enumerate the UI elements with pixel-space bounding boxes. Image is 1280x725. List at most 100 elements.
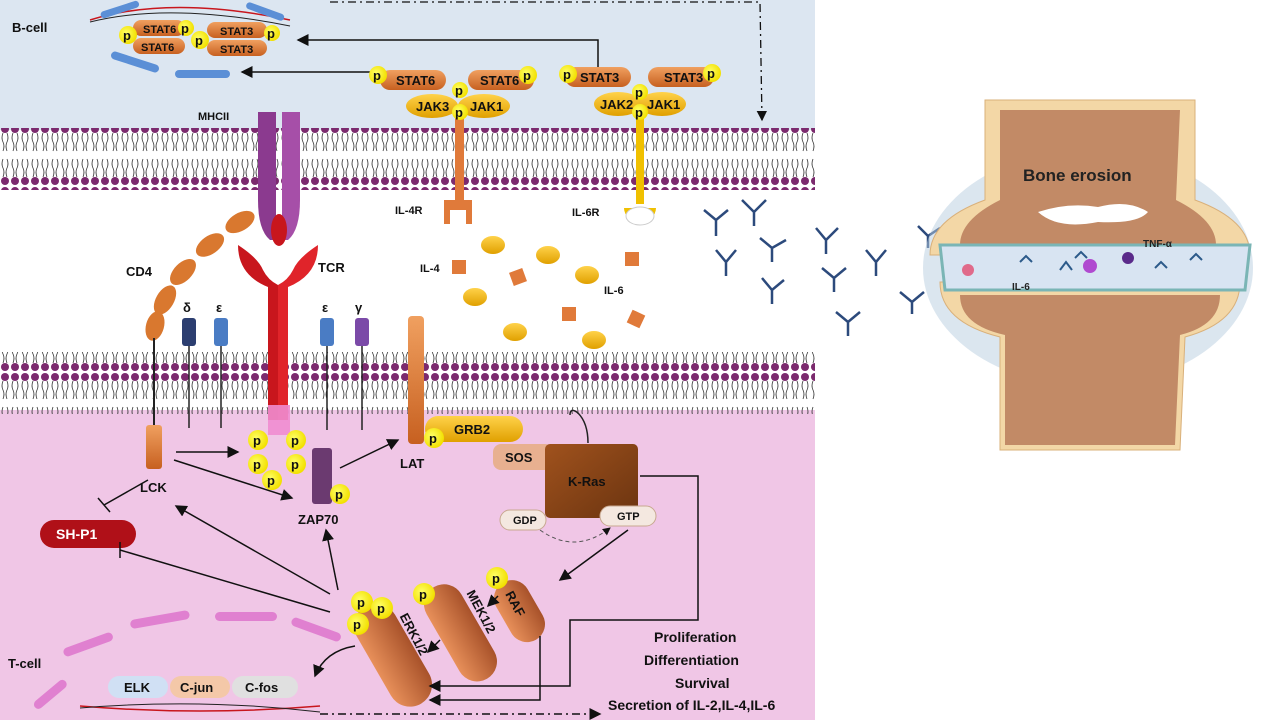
tcell-nucleus (33, 610, 341, 713)
svg-text:p: p (253, 457, 261, 472)
tcell-membrane (0, 352, 815, 414)
grb2-molecule (425, 416, 523, 442)
lat-phospho (424, 428, 444, 448)
svg-text:STAT6: STAT6 (141, 42, 174, 54)
tcr-molecule (238, 245, 318, 435)
lat-label: LAT (400, 456, 424, 471)
gtp-label: GTP (617, 511, 640, 523)
raf-molecule (494, 580, 545, 643)
svg-text:p: p (291, 433, 299, 448)
cjun-label: C-jun (180, 680, 213, 695)
cfos-molecule (232, 676, 298, 698)
mek-molecule (424, 584, 497, 682)
il6r-label: IL-6R (572, 207, 600, 219)
erk-molecule (354, 603, 432, 707)
pathway-arrows (97, 439, 699, 720)
il4-label: IL-4 (420, 263, 440, 275)
itam-phospho-cluster: p p p p p (248, 430, 306, 490)
grb2-label: GRB2 (454, 422, 490, 437)
shp1-molecule (40, 520, 136, 548)
lck-molecule (146, 425, 162, 469)
lat-molecule (408, 316, 424, 444)
mhcii-molecule (258, 112, 300, 246)
shp1-label: SH-P1 (56, 526, 97, 542)
tcr-label: TCR (318, 260, 345, 275)
svg-text:p: p (419, 587, 427, 602)
joint-illustration (923, 99, 1253, 451)
cjun-molecule (170, 676, 230, 698)
elk-molecule (108, 676, 168, 698)
cd3-gamma-label: γ (355, 300, 363, 315)
gdp-molecule (499, 509, 547, 531)
svg-text:JAK1: JAK1 (647, 97, 680, 112)
svg-text:JAK3: JAK3 (416, 99, 449, 114)
cfos-label: C-fos (245, 680, 278, 695)
svg-text:p: p (123, 28, 131, 43)
svg-text:STAT3: STAT3 (664, 70, 703, 85)
cd3-epsilon-label-1: ε (216, 300, 222, 315)
antibodies (703, 199, 941, 336)
il4-cytokines (452, 252, 646, 329)
zap70-phospho (330, 484, 350, 504)
svg-text:p: p (635, 85, 643, 100)
cd4-label: CD4 (126, 264, 153, 279)
svg-text:p: p (335, 487, 343, 502)
tcell-label: T-cell (8, 656, 41, 671)
elk-label: ELK (124, 680, 151, 695)
il4r-complex: STAT6 STAT6 JAK3 JAK1 p p p p (369, 66, 537, 224)
il4r-label: IL-4R (395, 205, 423, 217)
nucleus-stat-dimers: STAT6 STAT6 STAT3 STAT3 p p p p (119, 20, 280, 56)
outcome-differentiation: Differentiation (644, 652, 739, 668)
gdp-label: GDP (513, 515, 537, 527)
svg-text:STAT6: STAT6 (396, 73, 435, 88)
svg-text:p: p (523, 68, 531, 83)
gtp-molecule (599, 505, 657, 527)
outcome-proliferation: Proliferation (654, 629, 736, 645)
svg-text:p: p (563, 67, 571, 82)
svg-text:p: p (707, 66, 715, 81)
svg-text:p: p (357, 595, 365, 610)
svg-text:p: p (353, 617, 361, 632)
svg-text:JAK1: JAK1 (470, 99, 503, 114)
joint-title: Bone erosion (1023, 166, 1132, 185)
svg-text:p: p (267, 26, 275, 41)
svg-text:p: p (181, 21, 189, 36)
svg-text:STAT3: STAT3 (580, 70, 619, 85)
svg-text:JAK2: JAK2 (600, 97, 633, 112)
cd4-molecule (145, 210, 255, 428)
svg-text:STAT3: STAT3 (220, 44, 253, 56)
cd3-epsilon-label-2: ε (322, 300, 328, 315)
il6-label: IL-6 (604, 285, 624, 297)
svg-text:p: p (267, 473, 275, 488)
stat3-nuclear-arrow (296, 34, 599, 78)
mhcii-label: MHCII (198, 111, 229, 123)
kras-label: K-Ras (568, 474, 606, 489)
joint-il6-label: IL-6 (1012, 282, 1030, 293)
secretion-feedback-arrow (330, 1, 768, 122)
sos-label: SOS (505, 450, 533, 465)
bcell-region (0, 0, 815, 130)
kras-molecule (545, 444, 638, 518)
cd3-delta-label: δ (183, 300, 191, 315)
svg-text:p: p (195, 33, 203, 48)
lck-label: LCK (140, 480, 167, 495)
svg-text:p: p (373, 68, 381, 83)
svg-text:p: p (291, 457, 299, 472)
il6-cytokines (463, 236, 606, 349)
bcell-nucleus (89, 0, 291, 78)
svg-text:STAT3: STAT3 (220, 26, 253, 38)
svg-text:p: p (455, 105, 463, 120)
zap70-molecule (312, 448, 332, 504)
outcome-secretion: Secretion of IL-2,IL-4,IL-6 (608, 697, 775, 713)
svg-text:p: p (455, 83, 463, 98)
bcell-label: B-cell (12, 20, 47, 35)
outcome-survival: Survival (675, 675, 729, 691)
zap70-label: ZAP70 (298, 512, 338, 527)
svg-text:p: p (492, 571, 500, 586)
svg-text:STAT6: STAT6 (480, 73, 519, 88)
cd3-chains (182, 318, 369, 430)
sos-molecule (493, 444, 553, 470)
svg-text:p: p (635, 105, 643, 120)
bcell-membrane (0, 128, 815, 190)
